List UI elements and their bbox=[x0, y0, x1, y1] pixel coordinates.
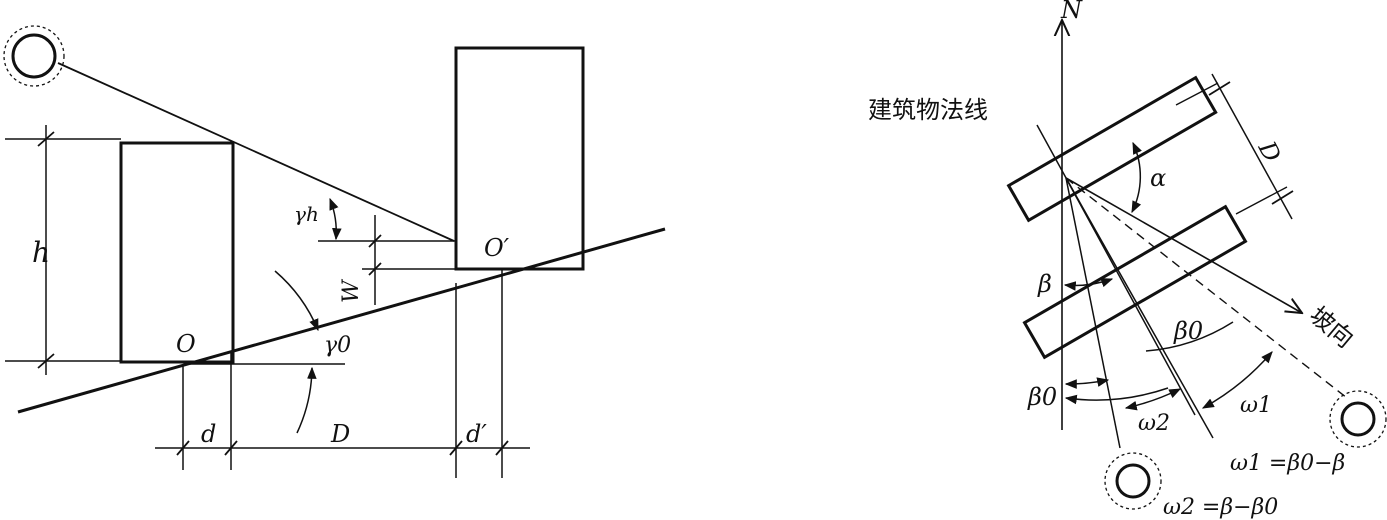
gamma-h-arc bbox=[329, 197, 342, 241]
alpha-arc bbox=[1131, 141, 1142, 214]
slope-direction-arrow bbox=[1065, 177, 1302, 313]
bottom-dimensions bbox=[155, 269, 530, 478]
height-dimension bbox=[5, 125, 121, 375]
gamma-0-arc-lower bbox=[296, 366, 317, 434]
label-D-left: D bbox=[330, 420, 350, 448]
omega-2-arc bbox=[1124, 388, 1182, 411]
label-gamma-0: γ0 bbox=[324, 333, 351, 358]
formula-omega-1: ω1 =β0−β bbox=[1230, 451, 1345, 476]
label-building-normal: 建筑物法线 bbox=[868, 96, 988, 124]
label-slope-direction: 坡向 bbox=[1304, 301, 1359, 353]
angle-rays bbox=[1065, 177, 1348, 449]
label-h: h bbox=[32, 236, 50, 269]
label-alpha: α bbox=[1150, 164, 1166, 192]
left-figure: h O O′ W γh γ0 bbox=[3, 25, 666, 478]
label-d-prime: d′ bbox=[466, 420, 487, 448]
label-D-right: D bbox=[1252, 136, 1286, 167]
gamma-0-arc bbox=[274, 270, 319, 332]
label-gamma-h: γh bbox=[294, 202, 319, 226]
label-omega-2: ω2 bbox=[1138, 411, 1170, 436]
upper-building bbox=[1006, 75, 1218, 223]
beta-0-short-arc bbox=[1064, 377, 1110, 389]
beta-arc bbox=[1063, 278, 1114, 291]
sun-icon-right bbox=[1329, 390, 1387, 448]
right-figure: N 建筑物法线 D 坡向 α β bbox=[868, 0, 1387, 520]
w-dimension bbox=[368, 215, 382, 305]
beta-0-lower-arc bbox=[1064, 387, 1169, 405]
label-d: d bbox=[201, 420, 216, 448]
label-omega-1: ω1 bbox=[1240, 393, 1272, 418]
sun-ray-line bbox=[57, 62, 455, 242]
beta-0-upper-arc bbox=[1145, 321, 1234, 352]
rear-building bbox=[454, 46, 585, 271]
lower-building bbox=[1022, 204, 1248, 360]
omega-1-arc bbox=[1201, 351, 1273, 409]
sun-dashed-ray bbox=[1065, 177, 1348, 399]
sun-icon-left bbox=[3, 25, 65, 87]
label-beta-0-upper: β0 bbox=[1173, 317, 1203, 345]
label-w: W bbox=[339, 278, 364, 303]
ground-slope-line bbox=[17, 227, 666, 414]
label-north: N bbox=[1060, 0, 1083, 24]
sun-icon-bottom bbox=[1104, 452, 1162, 510]
formula-omega-2: ω2 =β−β0 bbox=[1163, 495, 1278, 520]
label-o-prime: O′ bbox=[484, 234, 510, 262]
label-beta: β bbox=[1037, 270, 1052, 298]
label-beta-0-lower: β0 bbox=[1027, 383, 1057, 411]
label-o: O bbox=[176, 330, 196, 358]
front-building bbox=[119, 141, 235, 364]
D-dimension-right bbox=[1175, 73, 1294, 220]
